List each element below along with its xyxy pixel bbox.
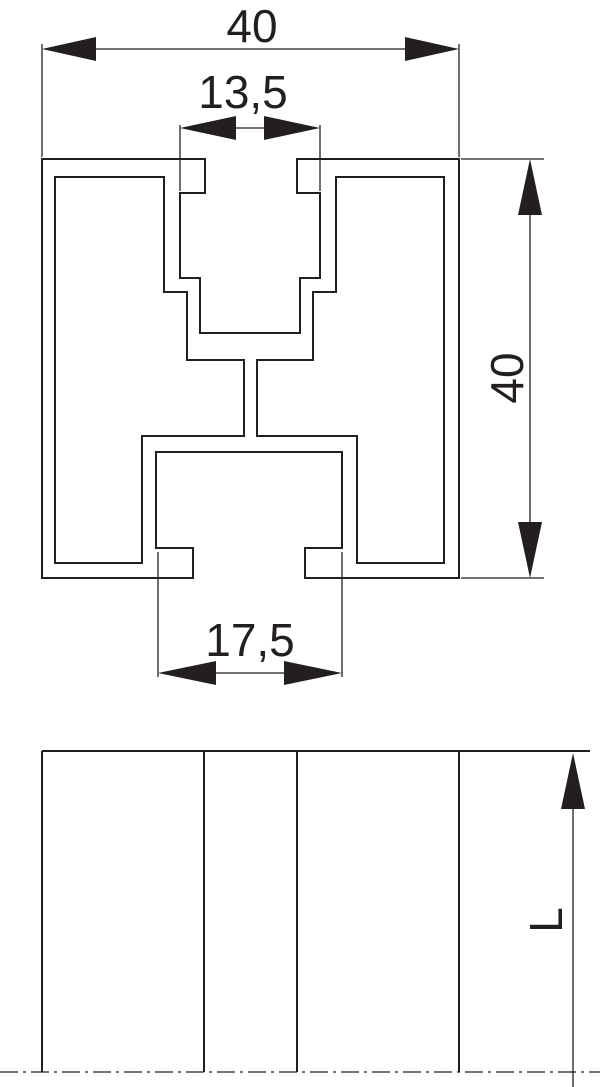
arrowhead-right xyxy=(264,116,320,140)
arrowhead-down xyxy=(518,522,542,578)
profile-outer-contour xyxy=(41,158,460,579)
dimension-width: 40 xyxy=(41,0,460,157)
dimension-top-slot-label: 13,5 xyxy=(198,66,288,118)
dimension-height-label: 40 xyxy=(481,352,533,403)
arrowhead-left xyxy=(180,116,236,140)
dimension-width-label: 40 xyxy=(226,0,277,52)
profile-left-cavity xyxy=(54,176,245,564)
dimension-height: 40 xyxy=(461,158,544,579)
dimension-top-slot: 13,5 xyxy=(179,66,321,191)
profile-right-cavity xyxy=(256,176,445,564)
dimension-bottom-slot-label: 17,5 xyxy=(205,614,295,666)
dimension-bottom-slot: 17,5 xyxy=(157,552,343,685)
arrowhead-left xyxy=(158,661,216,685)
arrowhead-right xyxy=(405,37,459,61)
dimension-length: L xyxy=(520,753,585,1087)
arrowhead-up xyxy=(561,753,585,809)
dimension-length-label: L xyxy=(520,907,572,933)
profile-side-view xyxy=(0,750,600,1073)
arrowhead-left xyxy=(42,37,96,61)
arrowhead-up xyxy=(518,159,542,215)
arrowhead-right xyxy=(284,661,342,685)
